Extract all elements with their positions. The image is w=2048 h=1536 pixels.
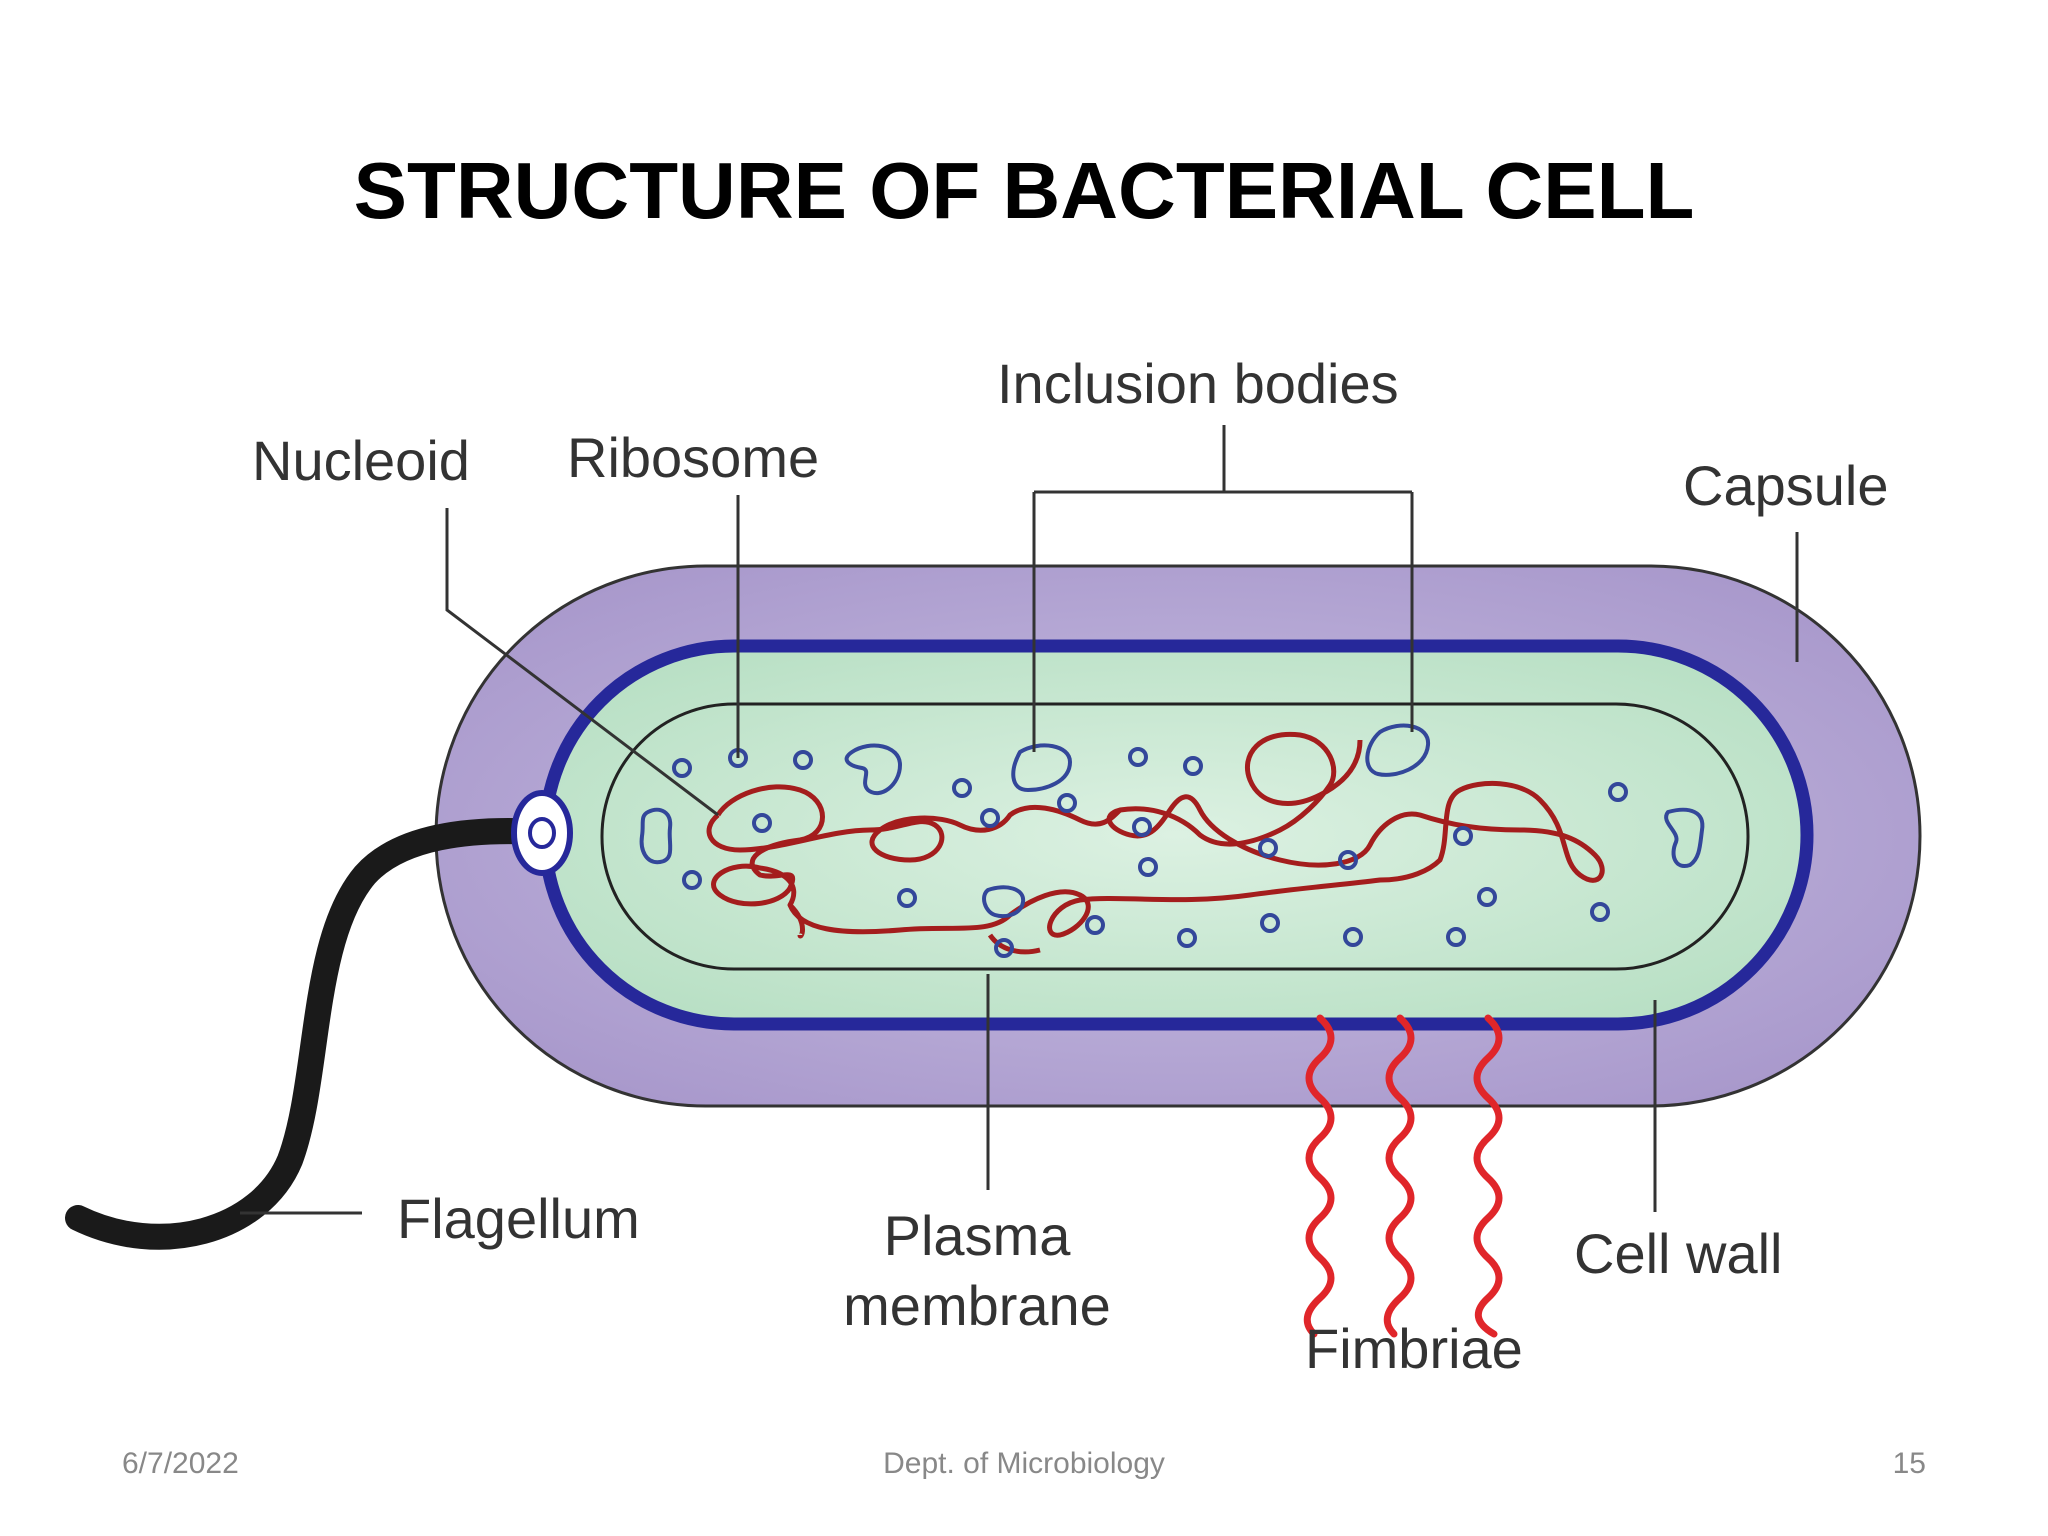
- nucleoid-leader: [445, 508, 719, 817]
- leader-lines: [240, 425, 1799, 1215]
- flagellum-basal-body: [511, 790, 573, 876]
- inclusion-bodies-label: Inclusion bodies: [997, 352, 1399, 415]
- cell-wall-label: Cell wall: [1574, 1222, 1783, 1285]
- slide-title: STRUCTURE OF BACTERIAL CELL: [353, 146, 1695, 235]
- fimbriae-label: Fimbriae: [1305, 1317, 1523, 1380]
- footer-page-number: 15: [1892, 1447, 1926, 1480]
- plasma-membrane: [600, 702, 1750, 971]
- nucleoid: [711, 731, 1605, 938]
- ribosomes: [672, 747, 1628, 958]
- capsule-label: Capsule: [1683, 454, 1888, 517]
- footer-date: 6/7/2022: [122, 1447, 239, 1480]
- plasma-membrane-label-line1: Plasma: [884, 1204, 1072, 1267]
- inclusion-bodies: [639, 723, 1705, 919]
- inclusion-bodies-leader: [1032, 425, 1414, 752]
- flagellum-label: Flagellum: [397, 1187, 640, 1250]
- plasma-membrane-label-line2: membrane: [843, 1274, 1111, 1337]
- nucleoid-label: Nucleoid: [252, 429, 470, 492]
- ribosome-label: Ribosome: [567, 426, 819, 489]
- fimbriae: [1303, 1014, 1503, 1338]
- flagellum: [65, 818, 553, 1250]
- footer-department: Dept. of Microbiology: [883, 1447, 1165, 1480]
